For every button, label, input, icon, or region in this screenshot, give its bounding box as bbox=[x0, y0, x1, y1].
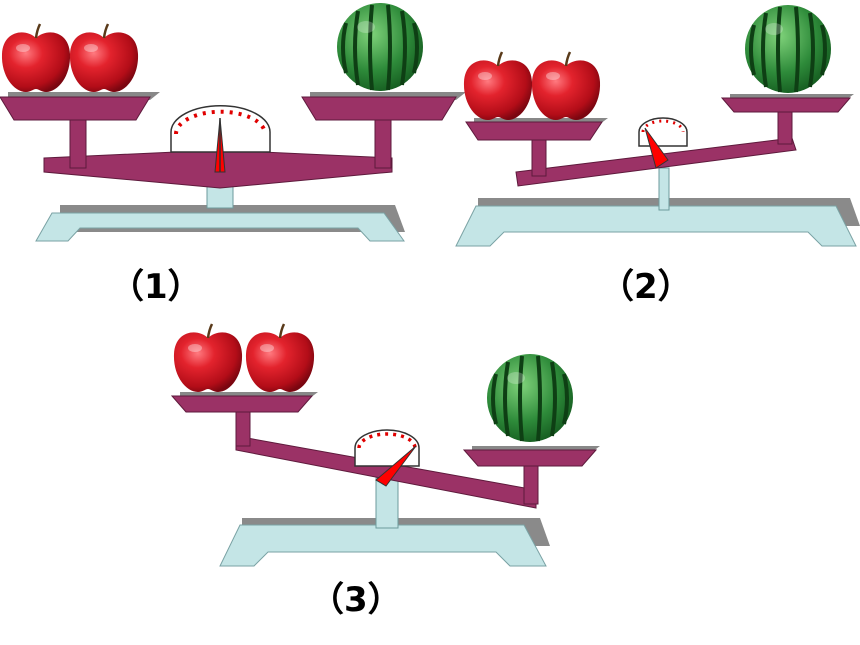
left-pan-support bbox=[531, 137, 547, 177]
scale-2 bbox=[455, 3, 860, 247]
scale-1-label: （1） bbox=[110, 267, 202, 307]
apple bbox=[244, 322, 316, 394]
right-pan-support bbox=[523, 463, 539, 505]
right-pan bbox=[720, 97, 852, 113]
left-pan bbox=[170, 395, 314, 413]
watermelon bbox=[485, 352, 575, 444]
watermelon bbox=[335, 1, 425, 93]
scale-base bbox=[455, 205, 857, 247]
scale-3 bbox=[170, 322, 600, 567]
scale-base bbox=[35, 212, 405, 242]
scale-needle bbox=[375, 445, 417, 487]
left-pan-support bbox=[69, 117, 87, 169]
apple bbox=[68, 22, 140, 94]
scale-needle bbox=[644, 127, 669, 169]
right-pan-support bbox=[374, 117, 392, 169]
right-pan bbox=[462, 449, 598, 467]
left-pan bbox=[0, 96, 151, 121]
scale-3-label: （3） bbox=[310, 580, 402, 620]
apple bbox=[530, 50, 602, 122]
scale-base bbox=[219, 524, 547, 567]
right-pan-support bbox=[777, 109, 793, 145]
apple bbox=[462, 50, 534, 122]
left-pan bbox=[465, 121, 603, 141]
apple bbox=[0, 22, 72, 94]
right-pan bbox=[301, 96, 457, 121]
watermelon bbox=[743, 3, 833, 95]
left-pan-support bbox=[235, 409, 251, 447]
scale-1 bbox=[0, 1, 466, 242]
scale-2-label: （2） bbox=[600, 267, 692, 307]
scale-post bbox=[658, 167, 670, 211]
apple bbox=[172, 322, 244, 394]
